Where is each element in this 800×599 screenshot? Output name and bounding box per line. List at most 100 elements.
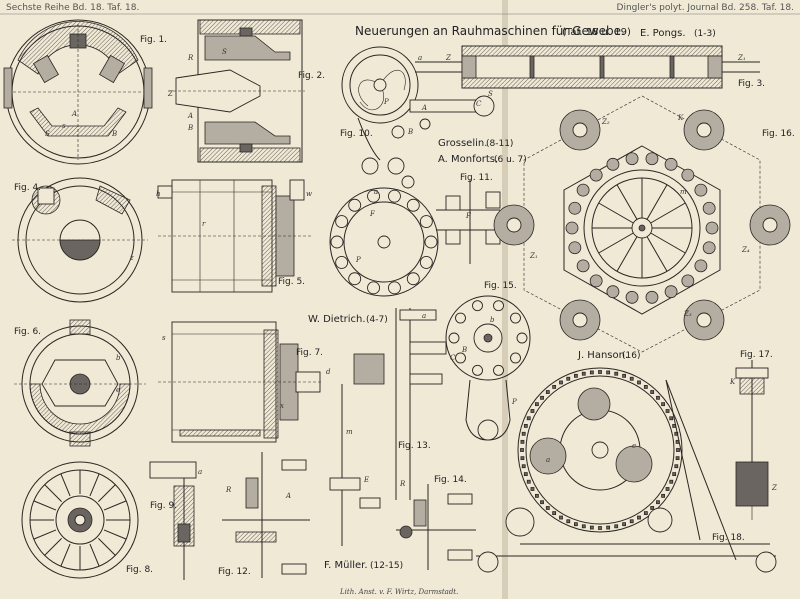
fig-13-drawing bbox=[329, 308, 447, 546]
ring-roller bbox=[367, 281, 380, 295]
plate-title-ref: (Taf. 18 u. 19) bbox=[562, 27, 631, 38]
author-grosselin: Grosselin. bbox=[438, 138, 487, 149]
letter-P-fig15: P bbox=[511, 398, 517, 406]
author-grosselin-ref: (8-11) bbox=[486, 139, 513, 149]
fig15-roller bbox=[510, 352, 521, 364]
author-dietrich-ref: (4-7) bbox=[366, 315, 388, 325]
drum-tooth bbox=[661, 402, 666, 407]
ring-roller bbox=[419, 255, 433, 269]
ring-roller bbox=[419, 215, 433, 229]
star-rib bbox=[60, 473, 71, 497]
drum-tooth bbox=[520, 439, 525, 444]
letter-Z-fig2: Z bbox=[167, 90, 173, 98]
drum-tooth bbox=[650, 390, 655, 394]
letter-d1-fig13: d bbox=[326, 368, 331, 376]
drum-spoke bbox=[650, 232, 686, 254]
drum-tooth bbox=[540, 500, 544, 505]
letter-K-fig17: K bbox=[729, 378, 736, 386]
fig15-roller bbox=[493, 364, 504, 376]
letter-F-ring: F bbox=[369, 210, 376, 218]
drum-tooth bbox=[545, 390, 550, 394]
ring-roller bbox=[348, 272, 362, 286]
fig-7-drawing bbox=[158, 321, 322, 443]
letter-R-fig2: R bbox=[187, 54, 194, 62]
drum-tooth bbox=[581, 371, 586, 376]
letter-a-fig13: a bbox=[422, 312, 426, 320]
fig-3-drawing bbox=[415, 45, 760, 89]
fig-10-label: Fig. 10. bbox=[340, 129, 373, 139]
letter-K-fig16: K bbox=[677, 114, 684, 122]
fig-2-label: Fig. 2. bbox=[298, 71, 325, 81]
drum-tooth bbox=[622, 373, 627, 378]
author-dietrich: W. Dietrich. bbox=[308, 314, 366, 325]
ring-roller bbox=[335, 255, 349, 269]
raising-roller-gear bbox=[705, 221, 719, 235]
fig-17-label: Fig. 17. bbox=[740, 350, 773, 360]
fig-9-label: Fig. 9. bbox=[150, 501, 177, 511]
raising-roller-gear bbox=[645, 152, 659, 166]
fig15-roller bbox=[448, 332, 460, 344]
letter-Z4-fig16: Z₄ bbox=[741, 246, 750, 254]
drum-tooth bbox=[526, 416, 531, 421]
drum-tooth bbox=[573, 522, 578, 527]
drum-tooth bbox=[665, 409, 670, 413]
drum-spoke bbox=[646, 236, 668, 272]
fig-18-drawing bbox=[476, 367, 777, 573]
drum-tooth bbox=[559, 515, 563, 520]
fig-6-drawing bbox=[14, 319, 146, 447]
drum-spoke bbox=[616, 236, 638, 272]
drum-tooth bbox=[552, 384, 557, 389]
raising-roller-gear bbox=[606, 157, 620, 171]
fig-12-label: Fig. 12. bbox=[218, 567, 251, 577]
letter-P-fig10: P bbox=[383, 98, 389, 106]
letter-x-fig7: x bbox=[280, 402, 284, 410]
letter-c-fig18: c bbox=[632, 442, 636, 450]
ring-roller bbox=[335, 215, 349, 229]
raising-roller-gear bbox=[625, 290, 639, 304]
letter-A-fig12: A bbox=[285, 492, 291, 500]
fig-3-label: Fig. 3. bbox=[738, 79, 765, 89]
drum-tooth bbox=[559, 380, 563, 385]
letter-C-fig10: C bbox=[476, 100, 482, 108]
letter-s-fig1: s bbox=[62, 122, 66, 130]
plate-title: Neuerungen an Rauhmaschinen für Gewebe. bbox=[355, 24, 625, 38]
raising-roller-gear bbox=[606, 285, 620, 299]
big-roller-hub bbox=[506, 217, 522, 233]
drum-tooth bbox=[521, 464, 526, 469]
drum-tooth bbox=[598, 526, 602, 530]
raising-roller-gear bbox=[589, 274, 603, 288]
letter-Z-fig3: Z bbox=[445, 54, 451, 62]
letter-e-fig6: e bbox=[116, 386, 120, 394]
drum-spoke bbox=[598, 202, 634, 224]
raising-roller-gear bbox=[664, 285, 678, 299]
drum-tooth bbox=[520, 448, 524, 452]
author-mueller-ref: (12-15) bbox=[370, 561, 403, 571]
drum-tooth bbox=[589, 370, 594, 375]
drum-tooth bbox=[566, 376, 571, 381]
author-pongs-ref: (1-3) bbox=[694, 29, 716, 39]
letter-A-fig2: A bbox=[187, 112, 193, 120]
fig-14-label: Fig. 14. bbox=[434, 475, 467, 485]
ring-roller bbox=[330, 235, 344, 249]
letter-B-fig2: B bbox=[187, 124, 193, 132]
big-roller-hub bbox=[696, 312, 712, 328]
letter-a-fig3: a bbox=[418, 54, 422, 62]
letter-Z-fig17: Z bbox=[771, 484, 777, 492]
header-right: Dingler's polyt. Journal Bd. 258. Taf. 1… bbox=[617, 3, 794, 13]
drum-tooth bbox=[674, 464, 679, 469]
raising-roller-gear bbox=[589, 168, 603, 182]
star-rib bbox=[98, 538, 116, 556]
fig-5-drawing bbox=[157, 179, 312, 293]
drum-tooth bbox=[643, 384, 648, 389]
fig-1-label: Fig. 1. bbox=[140, 35, 167, 45]
fig-10-drawing bbox=[341, 46, 495, 161]
drum-tooth bbox=[566, 519, 571, 524]
ring-roller bbox=[406, 198, 420, 212]
fig-7-label: Fig. 7. bbox=[296, 348, 323, 358]
fig-13-label: Fig. 13. bbox=[398, 441, 431, 451]
drum-tooth bbox=[656, 395, 660, 400]
drum-tooth bbox=[534, 402, 539, 407]
letter-F-fig11: F bbox=[465, 212, 472, 220]
fig-8-label: Fig. 8. bbox=[126, 565, 153, 575]
